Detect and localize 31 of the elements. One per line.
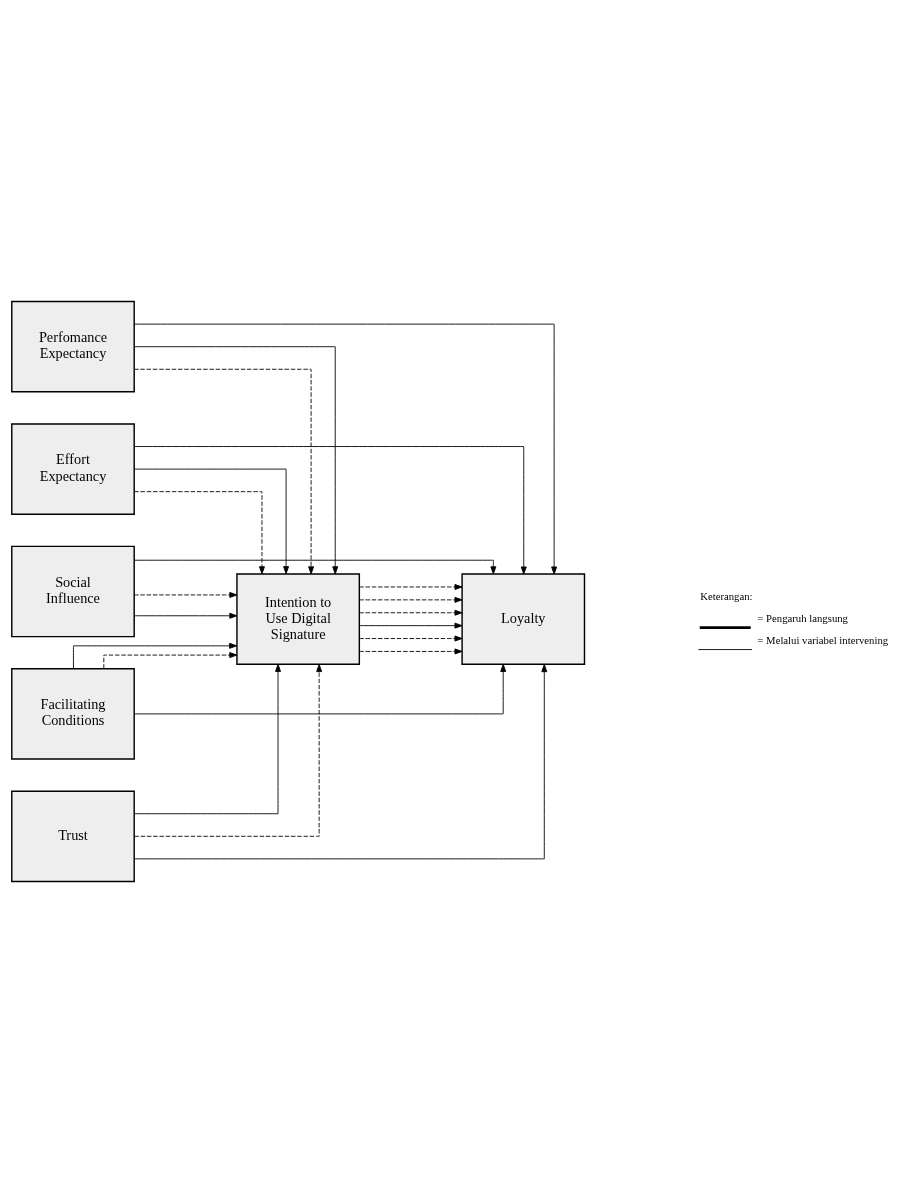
arrow <box>133 323 558 574</box>
legend-label: = Melalui variabel intervening <box>757 633 889 646</box>
node-box: Effort Expectancy <box>11 422 135 515</box>
arrow <box>133 468 290 574</box>
node-box: Facilitating Conditions <box>11 667 135 760</box>
node-box: Intention to Use Digital Signature <box>236 572 361 665</box>
arrow <box>358 622 463 629</box>
arrow <box>358 609 463 616</box>
node-box: Social Influence <box>11 545 135 637</box>
node-box: Perfomance Expectancy <box>11 300 135 393</box>
arrow <box>358 583 463 590</box>
arrow <box>133 368 315 574</box>
node-box: Loyalty <box>461 572 586 665</box>
arrow <box>133 663 507 714</box>
arrow <box>73 642 238 669</box>
arrow <box>358 596 463 603</box>
node-box: Trust <box>11 789 135 882</box>
arrow <box>134 345 339 574</box>
arrow <box>103 651 238 669</box>
arrow <box>133 663 548 859</box>
arrow <box>133 559 497 574</box>
arrow <box>133 663 281 814</box>
arrow <box>133 612 238 619</box>
label: Keterangan: <box>700 589 753 602</box>
arrow <box>358 635 463 641</box>
arrow <box>133 490 265 574</box>
arrow <box>358 647 463 654</box>
arrow <box>133 591 238 598</box>
legend-label: = Pengaruh langsung <box>757 611 848 624</box>
arrow <box>134 663 323 837</box>
arrow <box>133 445 527 574</box>
